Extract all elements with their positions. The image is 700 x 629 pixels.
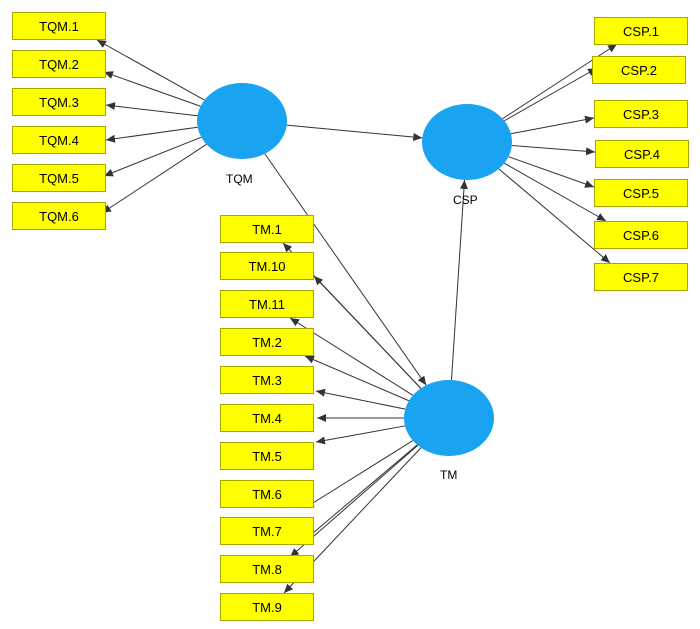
arrow-tm-4 [304,355,410,402]
arrow-tqm-3 [105,102,198,117]
arrow-tqm-1 [96,39,205,101]
arrow-tm-9 [299,444,418,545]
latent-csp-label: CSP [453,193,478,207]
indicator-csp-6[interactable]: CSP.6 [594,221,688,249]
indicator-csp-1[interactable]: CSP.1 [594,17,688,45]
indicator-tm-11[interactable]: TM.11 [220,290,314,318]
arrow-csp-3 [510,115,595,135]
arrow-csp-2 [504,67,598,122]
arrow-tm-8 [304,440,414,509]
latent-tm-label: TM [440,468,458,482]
indicator-tqm-4[interactable]: TQM.4 [12,126,106,154]
path-tqm-to-tm [264,153,427,386]
indicator-csp-7[interactable]: CSP.7 [594,263,688,291]
arrow-tm-2 [313,275,422,389]
arrow-tqm-2 [103,71,201,107]
arrow-csp-7 [498,168,611,264]
latent-csp[interactable] [422,104,512,180]
indicator-tqm-2[interactable]: TQM.2 [12,50,106,78]
indicator-tm-10[interactable]: TM.10 [220,252,314,280]
indicator-tqm-3[interactable]: TQM.3 [12,88,106,116]
indicator-tm-4[interactable]: TM.4 [220,404,314,432]
arrow-tqm-6 [101,143,207,214]
latent-tqm-label: TQM [226,172,253,186]
arrow-tm-7 [315,425,406,445]
indicator-csp-4[interactable]: CSP.4 [595,140,689,168]
indicator-tm-8[interactable]: TM.8 [220,555,314,583]
arrow-tm-5 [315,388,406,410]
path-tm-to-csp [450,179,468,381]
indicator-csp-3[interactable]: CSP.3 [594,100,688,128]
indicator-tqm-1[interactable]: TQM.1 [12,12,106,40]
arrow-csp-4 [511,145,596,156]
indicator-csp-2[interactable]: CSP.2 [592,56,686,84]
arrow-csp-5 [508,156,595,188]
indicator-tm-6[interactable]: TM.6 [220,480,314,508]
indicator-tm-9[interactable]: TM.9 [220,593,314,621]
indicator-tm-5[interactable]: TM.5 [220,442,314,470]
indicator-tqm-5[interactable]: TQM.5 [12,164,106,192]
indicator-tm-7[interactable]: TM.7 [220,517,314,545]
arrow-tqm-5 [103,136,202,177]
latent-tm[interactable] [404,380,494,456]
latent-tqm[interactable] [197,83,287,159]
path-tqm-to-csp [286,124,423,141]
indicator-tqm-6[interactable]: TQM.6 [12,202,106,230]
indicator-tm-2[interactable]: TM.2 [220,328,314,356]
indicator-csp-5[interactable]: CSP.5 [594,179,688,207]
arrow-tqm-4 [105,126,198,143]
indicator-tm-1[interactable]: TM.1 [220,215,314,243]
arrow-csp-6 [504,162,607,222]
indicator-tm-3[interactable]: TM.3 [220,366,314,394]
